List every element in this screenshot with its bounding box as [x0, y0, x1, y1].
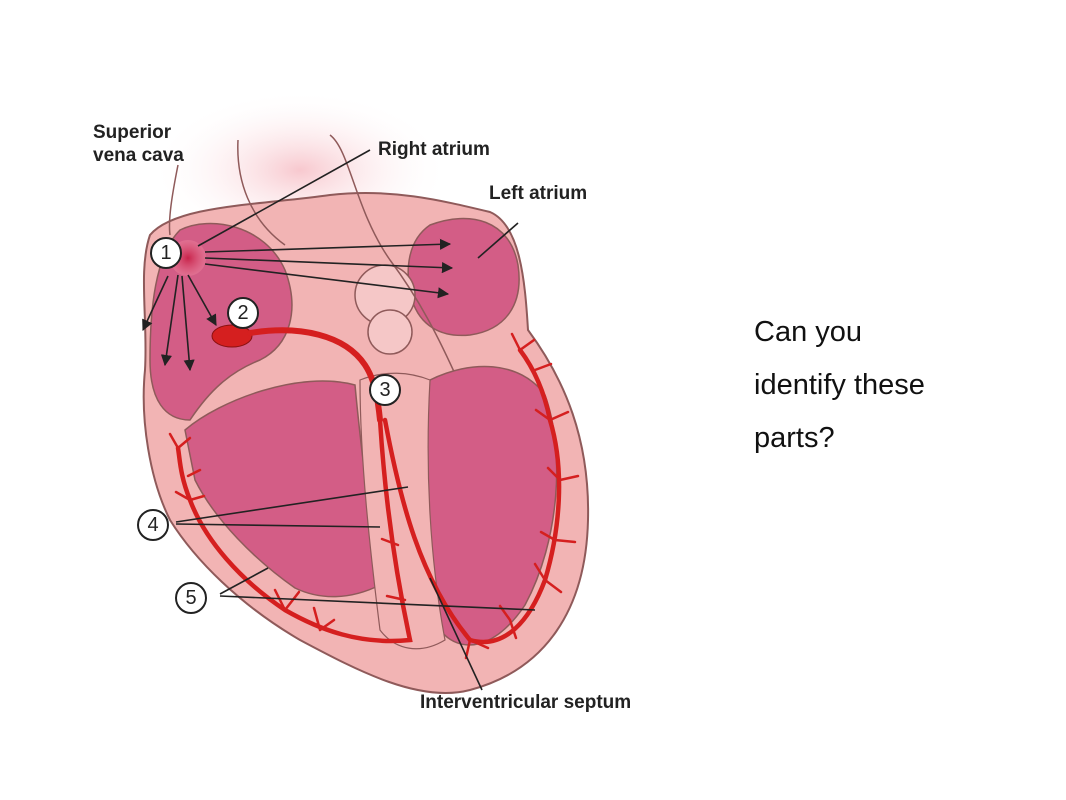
- label-interventricular-septum: Interventricular septum: [420, 692, 632, 713]
- question-line-3: parts?: [754, 422, 835, 454]
- svc-left-edge: [168, 164, 179, 236]
- purkinje-fibers: [168, 332, 580, 660]
- aortic-outline: [329, 134, 461, 386]
- callout-1: 1: [150, 237, 182, 269]
- callout-5: 5: [175, 582, 207, 614]
- callout-2: 2: [227, 297, 259, 329]
- valve-lower: [367, 309, 413, 355]
- question-text: Can you identify these parts?: [754, 306, 1034, 465]
- callout-4: 4: [137, 509, 169, 541]
- left-bundle-branch: [382, 347, 562, 645]
- leader-lines: [142, 149, 536, 691]
- callout-3: 3: [369, 374, 401, 406]
- question-line-2: identify these: [754, 369, 925, 401]
- vena-cava-outline: [237, 139, 286, 246]
- label-superior-vena-cava-line1: Superior: [93, 122, 172, 143]
- label-superior-vena-cava-line2: vena cava: [93, 145, 184, 166]
- label-right-atrium: Right atrium: [378, 139, 490, 160]
- question-line-1: Can you: [754, 316, 863, 348]
- label-left-atrium: Left atrium: [489, 183, 588, 204]
